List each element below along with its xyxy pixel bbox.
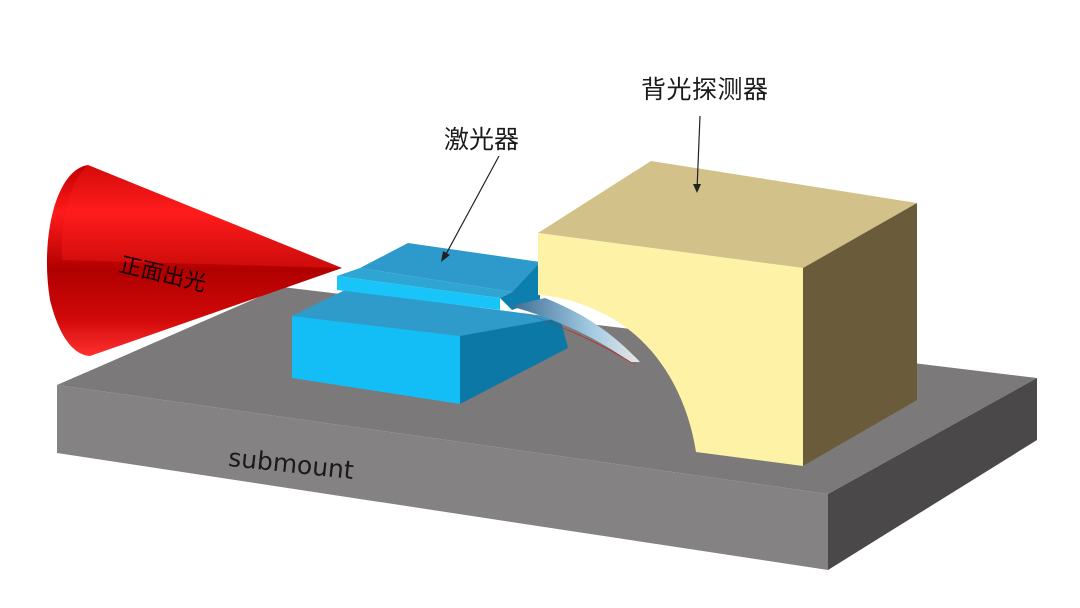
laser-label: 激光器 <box>444 125 520 154</box>
back-emission-beam <box>510 298 640 365</box>
laser-base-front <box>292 316 460 404</box>
laser-ridge-top <box>337 268 512 298</box>
detector-side-face <box>803 203 917 466</box>
laser-upper-side <box>500 262 540 310</box>
laser-base-side <box>460 318 568 404</box>
front-emission-cone <box>46 165 343 356</box>
detector-front-face <box>538 233 803 466</box>
laser-base-top <box>292 290 560 336</box>
arrow-laser <box>441 155 500 262</box>
back-detector-label: 背光探测器 <box>641 75 769 104</box>
arrow-detector <box>693 115 701 193</box>
laser-chip <box>292 243 568 404</box>
submount-front-face <box>57 385 828 570</box>
laser-ridge-front <box>337 276 500 310</box>
back-detector-block <box>538 161 917 466</box>
submount-side-face <box>828 378 1037 570</box>
laser-upper-top <box>360 243 540 292</box>
detector-top-face <box>538 161 917 268</box>
